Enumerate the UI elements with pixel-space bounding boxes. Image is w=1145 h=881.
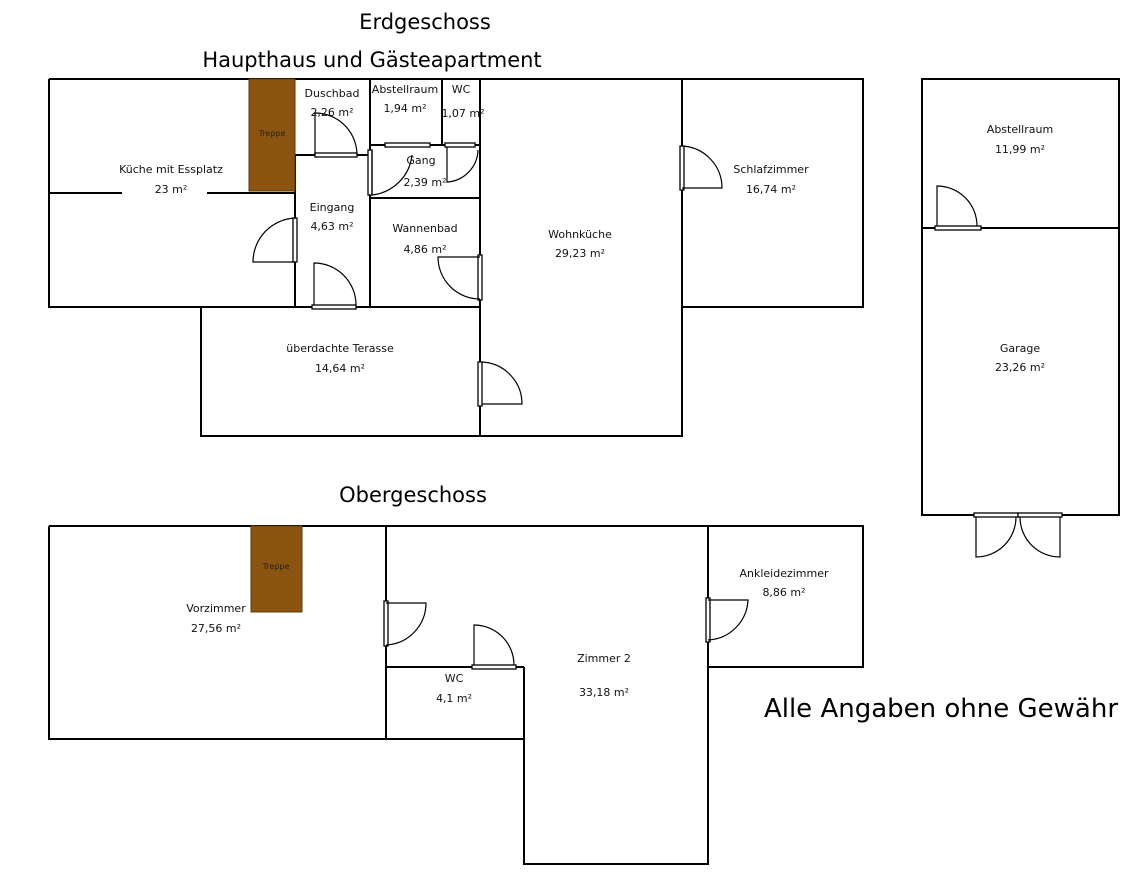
door-wannenbad [437,254,483,301]
room-area: 4,86 m² [403,243,446,256]
room-area: 2,39 m² [403,176,446,189]
upper-stair-label: Treppe [262,562,290,571]
room-area: 11,99 m² [995,143,1045,156]
room-area: 2,26 m² [310,106,353,119]
room-name: Duschbad [305,87,360,100]
room-area: 23 m² [155,183,188,196]
door-garage-left [973,512,1019,558]
garage-room-labels: Abstellraum 11,99 m² Garage 23,26 m² [987,123,1053,374]
room-area: 16,74 m² [746,183,796,196]
door-garage-right [1017,512,1063,558]
room-area: 1,94 m² [383,102,426,115]
room-area: 4,63 m² [310,220,353,233]
room-name: WC [445,672,464,685]
room-name: Ankleidezimmer [739,567,829,580]
door-wc-og [471,624,517,670]
door-gang [367,149,413,196]
door-abstellraum [384,142,431,148]
room-area: 23,26 m² [995,361,1045,374]
room-name: Küche mit Essplatz [119,163,223,176]
upper-floor-heading: Obergeschoss [339,483,487,507]
door-eingang-bottom [311,262,357,310]
room-name: überdachte Terasse [286,342,394,355]
room-name: Wohnküche [548,228,612,241]
doors [252,112,1063,670]
door-terasse [477,361,523,407]
door-duschbad [314,112,358,158]
room-area: 27,56 m² [191,622,241,635]
ground-outer-wall [48,78,864,437]
ground-stair [248,78,296,192]
room-name: Abstellraum [987,123,1053,136]
room-area: 4,1 m² [436,692,472,705]
room-area: 1,07 m² [441,107,484,120]
ground-room-labels: Küche mit Essplatz 23 m² Duschbad 2,26 m… [119,83,809,375]
door-schlafzimmer [679,145,723,191]
door-eingang-left [252,217,298,263]
room-name: Schlafzimmer [733,163,809,176]
room-name: Gang [406,154,435,167]
room-area: 14,64 m² [315,362,365,375]
plan-title: Erdgeschoss [359,10,491,34]
room-name: Vorzimmer [186,602,246,615]
upper-outer-wall [48,525,864,865]
plan-subtitle: Haupthaus und Gästeapartment [202,48,541,72]
room-name: Wannenbad [392,222,457,235]
room-name: Abstellraum [372,83,438,96]
door-vorzimmer [383,600,427,647]
door-wc [444,142,479,183]
room-area: 33,18 m² [579,686,629,699]
room-name: WC [452,83,471,96]
room-name: Zimmer 2 [577,652,631,665]
upper-stair [250,525,303,613]
door-garage-abstellraum [934,185,982,231]
room-area: 29,23 m² [555,247,605,260]
room-area: 8,86 m² [762,586,805,599]
disclaimer: Alle Angaben ohne Gewähr [764,694,1118,724]
door-ankleidezimmer [705,597,749,643]
upper-room-labels: Vorzimmer 27,56 m² WC 4,1 m² Zimmer 2 33… [186,567,829,705]
room-name: Eingang [310,201,355,214]
room-name: Garage [1000,342,1041,355]
ground-stair-label: Treppe [258,129,286,138]
